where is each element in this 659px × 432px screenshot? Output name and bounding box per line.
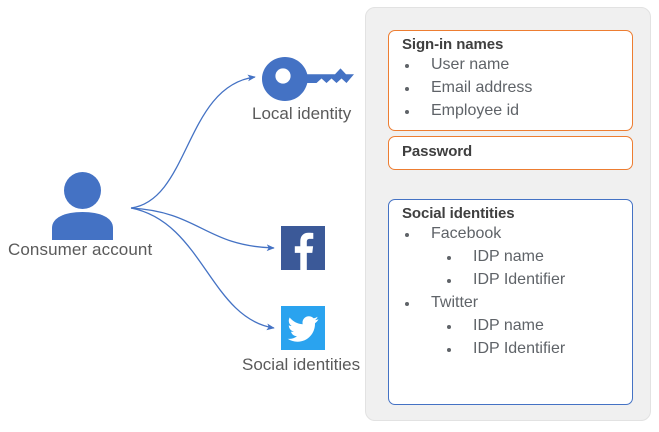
password-title: Password [402,143,473,160]
arrow-to-twitter [130,207,275,331]
list-item-label: IDP name [473,317,544,334]
list-item-label: Email address [431,79,533,96]
list-item: IDP Identifier [399,271,628,294]
bullet-icon [405,87,409,91]
bullet-icon [447,256,451,260]
twitter-icon [281,306,325,350]
sign-in-names-card: Sign-in names User name Email address Em… [388,30,633,131]
bullet-icon [405,110,409,114]
list-item: IDP Identifier [399,340,628,363]
consumer-account-label: Consumer account [8,240,153,259]
bullet-icon [405,302,409,306]
list-item-label: IDP Identifier [473,340,566,357]
social-identities-list: Facebook IDP name IDP Identifier Twitter… [399,225,628,363]
sign-in-names-list: User name Email address Employee id [399,56,628,125]
list-item-label: Facebook [431,225,502,242]
bullet-icon [447,325,451,329]
local-identity-label: Local identity [252,104,352,123]
list-item: Twitter [399,294,628,317]
social-identities-label: Social identities [242,355,361,374]
list-item: Facebook [399,225,628,248]
list-item-label: IDP Identifier [473,271,566,288]
password-card: Password [388,136,633,170]
arrow-to-facebook [130,207,275,252]
facebook-icon [281,226,325,270]
list-item: IDP name [399,248,628,271]
bullet-icon [447,348,451,352]
bullet-icon [405,64,409,68]
bullet-icon [405,233,409,237]
person-icon [52,172,113,240]
list-item-label: IDP name [473,248,544,265]
list-item: User name [399,56,628,79]
social-identities-title: Social identities [402,205,515,222]
list-item-label: Employee id [431,102,520,119]
list-item: Email address [399,79,628,102]
social-identities-card: Social identities Facebook IDP name IDP … [388,199,633,405]
list-item: IDP name [399,317,628,340]
bullet-icon [447,279,451,283]
list-item: Employee id [399,102,628,125]
arrow-to-local-identity [130,74,256,209]
sign-in-names-title: Sign-in names [402,36,504,53]
key-icon [262,57,354,101]
list-item-label: User name [431,56,510,73]
list-item-label: Twitter [431,294,479,311]
